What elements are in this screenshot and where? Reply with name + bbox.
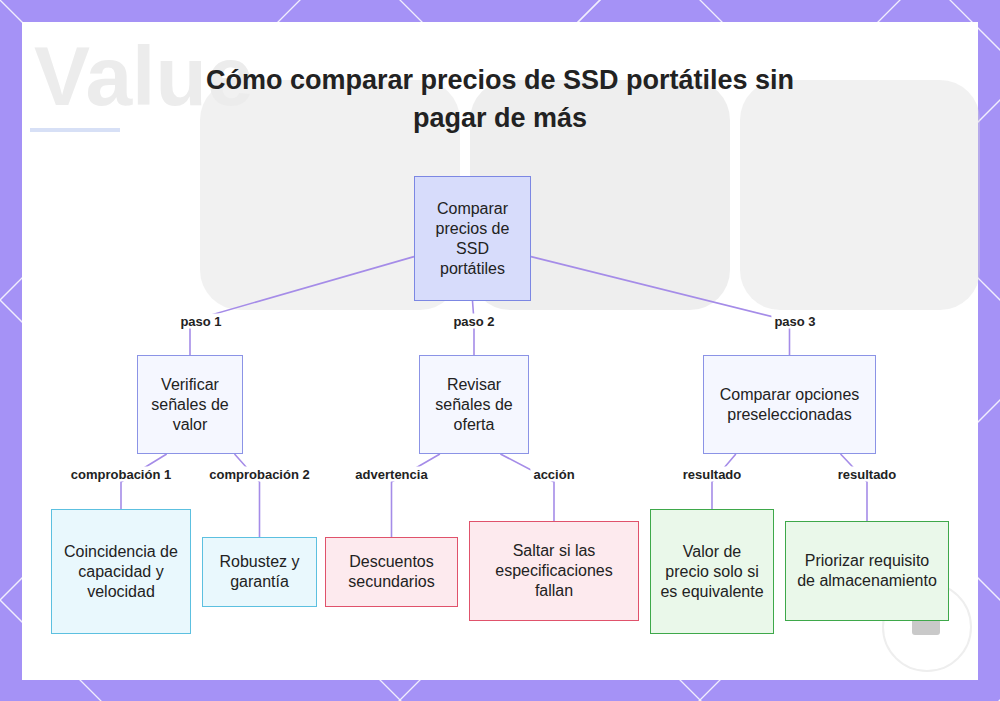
process-box: Comparar precios de SSD portátiles: [414, 176, 531, 301]
process-box: Priorizar requisito de almacenamiento: [785, 521, 949, 621]
edge-label: paso 3: [771, 314, 818, 329]
box-text: Saltar si las especificaciones fallan: [478, 541, 630, 601]
edge-label: paso 2: [450, 314, 497, 329]
process-box: Coincidencia de capacidad y velocidad: [51, 509, 191, 634]
process-box: Valor de precio solo si es equivalente: [650, 509, 774, 634]
box-text: Priorizar requisito de almacenamiento: [794, 551, 940, 591]
box-text: Comparar opciones preseleccionadas: [712, 385, 867, 425]
box-text: Robustez y garantía: [211, 552, 308, 592]
process-box: Comparar opciones preseleccionadas: [703, 355, 876, 454]
edge-label: acción: [530, 467, 577, 482]
connector-line: [712, 454, 736, 509]
process-box: Verificar señales de valor: [137, 355, 243, 454]
box-text: Valor de precio solo si es equivalente: [659, 542, 765, 602]
process-box: Robustez y garantía: [202, 537, 317, 607]
edge-label: paso 1: [177, 314, 224, 329]
connector-line: [841, 454, 867, 521]
process-box: Revisar señales de oferta: [419, 355, 529, 454]
edge-label: advertencia: [352, 467, 430, 482]
diagram-title: Cómo comparar precios de SSD portátiles …: [200, 62, 800, 138]
box-text: Revisar señales de oferta: [428, 375, 520, 435]
edge-label: comprobación 2: [206, 467, 312, 482]
edge-label: comprobación 1: [68, 467, 174, 482]
connector-line: [500, 454, 554, 521]
connector-line: [190, 257, 414, 355]
box-text: Descuentos secundarios: [334, 552, 449, 592]
box-text: Comparar precios de SSD portátiles: [423, 199, 522, 279]
process-box: Descuentos secundarios: [325, 537, 458, 607]
connector-line: [121, 454, 167, 509]
process-box: Saltar si las especificaciones fallan: [469, 521, 639, 621]
edge-label: resultado: [835, 467, 900, 482]
connector-line: [531, 257, 790, 355]
box-text: Coincidencia de capacidad y velocidad: [60, 542, 182, 602]
box-text: Verificar señales de valor: [146, 375, 234, 435]
edge-label: resultado: [680, 467, 745, 482]
